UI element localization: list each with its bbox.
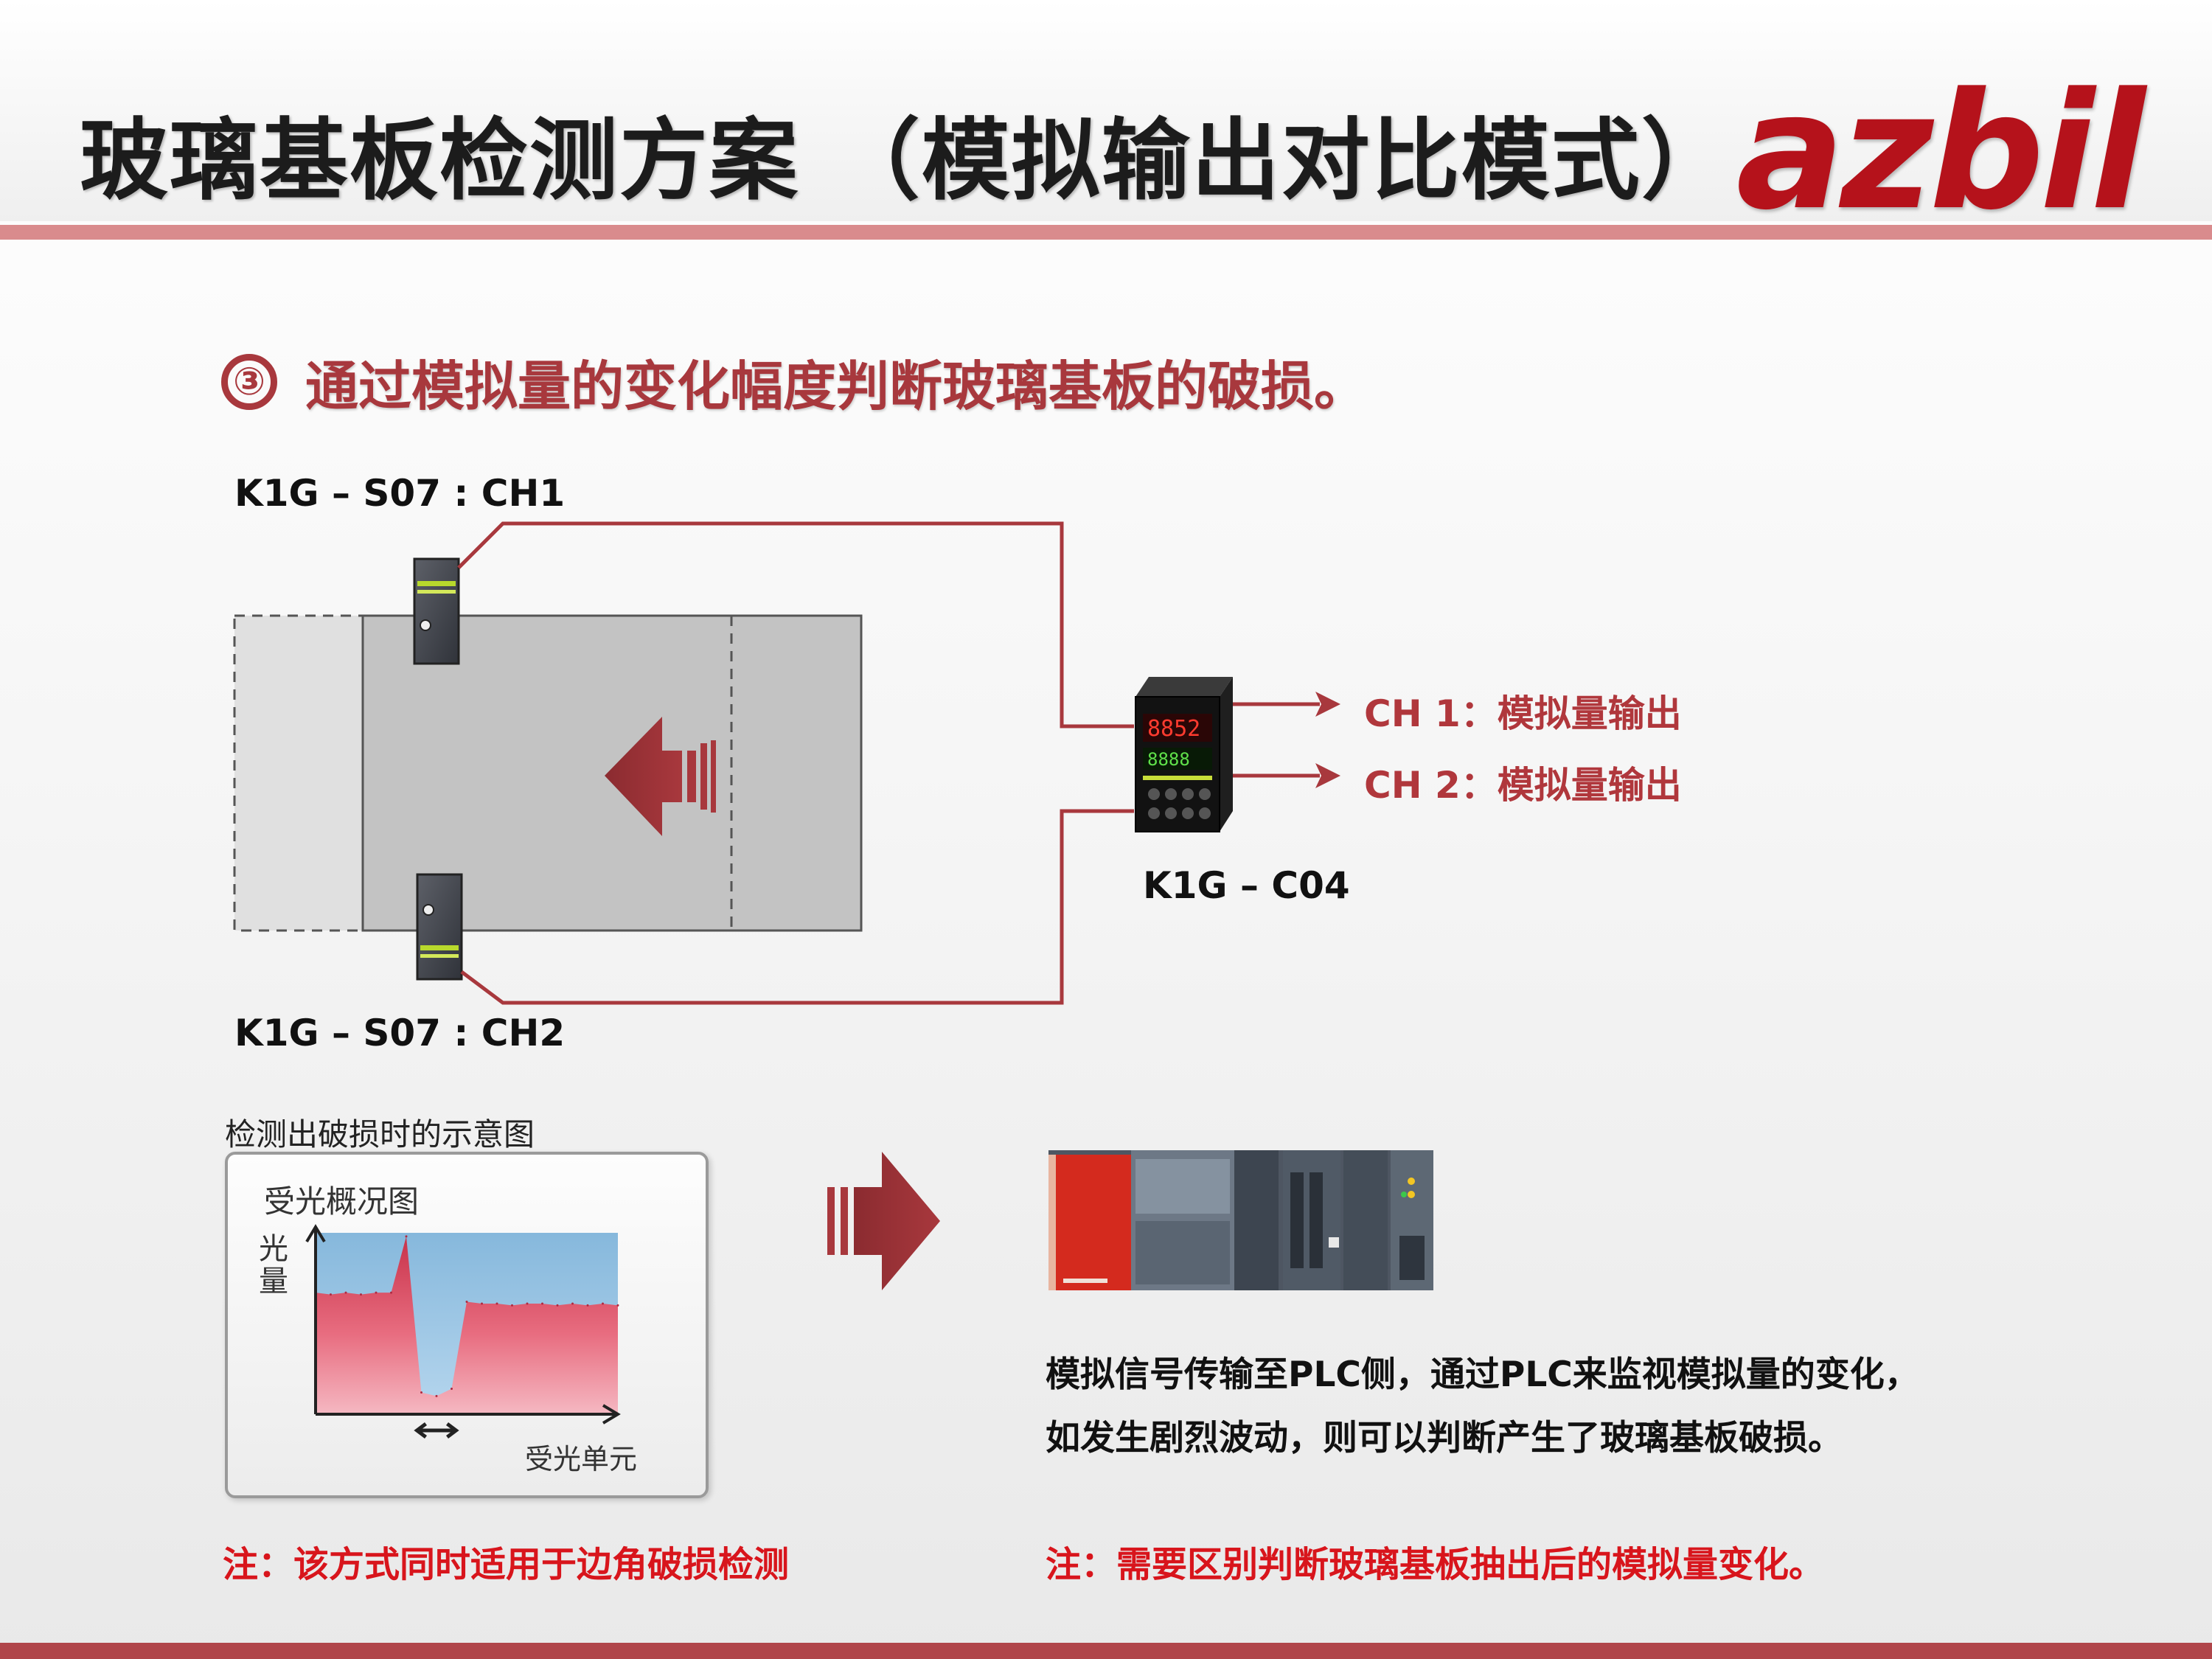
light-profile-point [451, 1388, 453, 1391]
light-profile-point [405, 1235, 408, 1238]
header-band [0, 0, 2212, 221]
cable-ch1 [457, 521, 1134, 728]
light-profile-point [602, 1302, 604, 1305]
step-number-badge: ③ [221, 353, 277, 410]
light-profile-point [344, 1291, 347, 1294]
sensor-ch1-icon [413, 557, 460, 665]
movement-arrow-icon [605, 717, 716, 836]
note-right: 注：需要区别判断玻璃基板抽出后的模拟量变化。 [1046, 1544, 1825, 1585]
header-divider [0, 225, 2212, 240]
svg-text:8852: 8852 [1147, 716, 1200, 742]
chart-plot-area [305, 1224, 621, 1439]
output-ch1-label: CH 1：模拟量输出 [1364, 692, 1682, 735]
dip-width-arrow-icon [414, 1422, 459, 1439]
note-left: 注：该方式同时适用于边角破损检测 [223, 1544, 790, 1585]
footer-divider [0, 1643, 2212, 1659]
light-profile-point [556, 1304, 559, 1307]
light-profile-point [481, 1302, 483, 1305]
light-profile-point [495, 1302, 498, 1305]
chart-title: 受光概况图 [264, 1183, 420, 1220]
light-profile-point [541, 1302, 543, 1305]
light-profile-point [571, 1302, 574, 1305]
azbil-logo: azbil [1736, 59, 2146, 246]
light-profile-point [390, 1291, 392, 1294]
light-profile-point [360, 1293, 362, 1296]
light-profile-point [375, 1291, 378, 1294]
light-profile-point [465, 1300, 468, 1303]
light-profile-point [586, 1304, 589, 1307]
output-arrow-ch2-icon [1233, 763, 1340, 788]
light-profile-area [316, 1236, 618, 1414]
plc-rack-image [1048, 1150, 1433, 1290]
chart-x-axis-label: 受光单元 [525, 1443, 638, 1475]
flow-arrow-icon [827, 1152, 940, 1290]
sensor-ch1-label: K1G – S07 : CH1 [234, 472, 566, 515]
plc-description-line1: 模拟信号传输至PLC侧，通过PLC来监视模拟量的变化， [1046, 1354, 1919, 1395]
chart-x-axis [316, 1404, 621, 1425]
page-title: 玻璃基板检测方案 （模拟输出对比模式） [80, 110, 1731, 212]
output-ch2-label: CH 2：模拟量输出 [1364, 764, 1682, 807]
cable-ch2 [460, 809, 1134, 1005]
light-profile-point [616, 1304, 619, 1307]
light-profile-point [435, 1394, 438, 1397]
chart-y-axis-label: 光量 [259, 1232, 288, 1298]
step-heading: ③ 通过模拟量的变化幅度判断玻璃基板的破损。 [221, 343, 1367, 420]
svg-text:8888: 8888 [1147, 749, 1190, 770]
output-arrow-ch1-icon [1233, 692, 1340, 717]
step-text: 通过模拟量的变化幅度判断玻璃基板的破损。 [305, 355, 1368, 417]
plc-description: 模拟信号传输至PLC侧，通过PLC来监视模拟量的变化， 如发生剧烈波动，则可以判… [1046, 1343, 1919, 1470]
light-profile-point [511, 1304, 513, 1307]
controller-label: K1G – C04 [1143, 864, 1350, 907]
light-profile-point [330, 1293, 332, 1296]
sensor-ch2-label: K1G – S07 : CH2 [234, 1012, 566, 1054]
chart-y-axis [305, 1224, 326, 1414]
light-profile-point [526, 1302, 529, 1305]
detection-caption: 检测出破损时的示意图 [225, 1116, 535, 1152]
light-profile-point [420, 1391, 422, 1394]
controller-k1g-c04-icon: 8852 8888 [1135, 677, 1233, 832]
plc-description-line2: 如发生剧烈波动，则可以判断产生了玻璃基板破损。 [1046, 1418, 1843, 1458]
sensor-ch2-icon [416, 873, 463, 981]
